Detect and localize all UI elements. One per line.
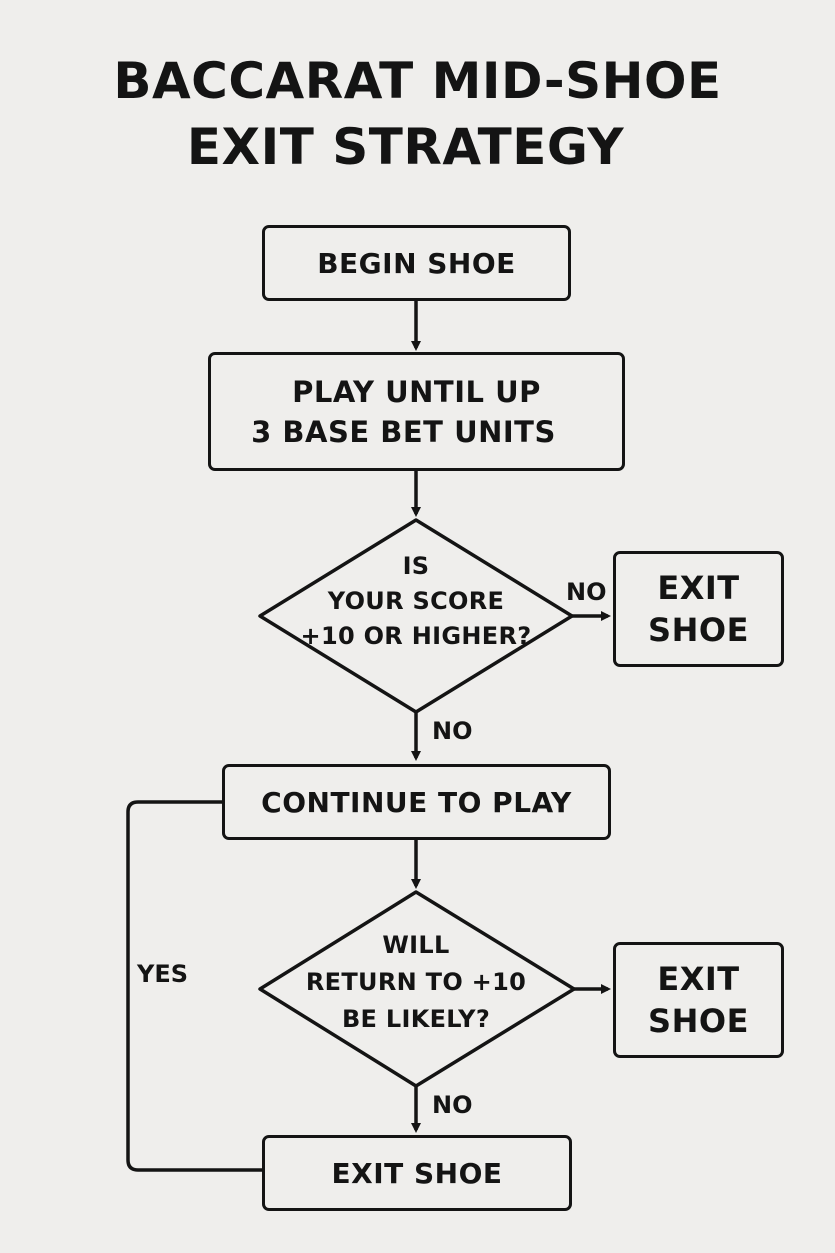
decision2-no-down-label: NO bbox=[432, 1091, 473, 1119]
decision1-line3: +10 OR HIGHER? bbox=[300, 622, 532, 650]
diagram-title-line1: BACCARAT MID-SHOE bbox=[113, 52, 722, 110]
decision1-line2: YOUR SCORE bbox=[327, 587, 505, 615]
decision2-text: WILL RETURN TO +10 BE LIKELY? bbox=[296, 927, 536, 1038]
decision1-no-right-label: NO bbox=[566, 578, 607, 606]
exit-shoe-bottom-box: EXIT SHOE bbox=[262, 1135, 572, 1211]
decision1-line1: IS bbox=[402, 552, 430, 580]
begin-shoe-box: BEGIN SHOE bbox=[262, 225, 571, 301]
exit-shoe-2-line2: SHOE bbox=[648, 1002, 749, 1040]
decision1-no-down-label: NO bbox=[432, 717, 473, 745]
exit-shoe-box-2: EXIT SHOE bbox=[613, 942, 784, 1058]
diagram-title-line2: EXIT STRATEGY bbox=[186, 118, 625, 176]
exit-shoe-bottom-label: EXIT SHOE bbox=[331, 1156, 503, 1190]
decision2-line3: BE LIKELY? bbox=[341, 1005, 491, 1033]
exit-shoe-box-1: EXIT SHOE bbox=[613, 551, 784, 667]
exit-shoe-1-line2: SHOE bbox=[648, 611, 749, 649]
exit-shoe-2-line1: EXIT bbox=[657, 960, 740, 998]
yes-loop-label: YES bbox=[137, 960, 189, 988]
decision1-text: IS YOUR SCORE +10 OR HIGHER? bbox=[296, 549, 536, 654]
play-until-line1: PLAY UNTIL UP bbox=[292, 374, 541, 409]
exit-shoe-1-line1: EXIT bbox=[657, 569, 740, 607]
play-until-line2: 3 BASE BET UNITS bbox=[251, 414, 556, 449]
begin-shoe-label: BEGIN SHOE bbox=[317, 246, 516, 280]
decision2-line2: RETURN TO +10 bbox=[305, 968, 527, 996]
yes-loop-line bbox=[126, 800, 263, 1172]
decision2-line1: WILL bbox=[382, 931, 450, 959]
continue-to-play-box: CONTINUE TO PLAY bbox=[222, 764, 611, 840]
continue-to-play-label: CONTINUE TO PLAY bbox=[261, 785, 572, 819]
play-until-box: PLAY UNTIL UP 3 BASE BET UNITS bbox=[208, 352, 625, 471]
